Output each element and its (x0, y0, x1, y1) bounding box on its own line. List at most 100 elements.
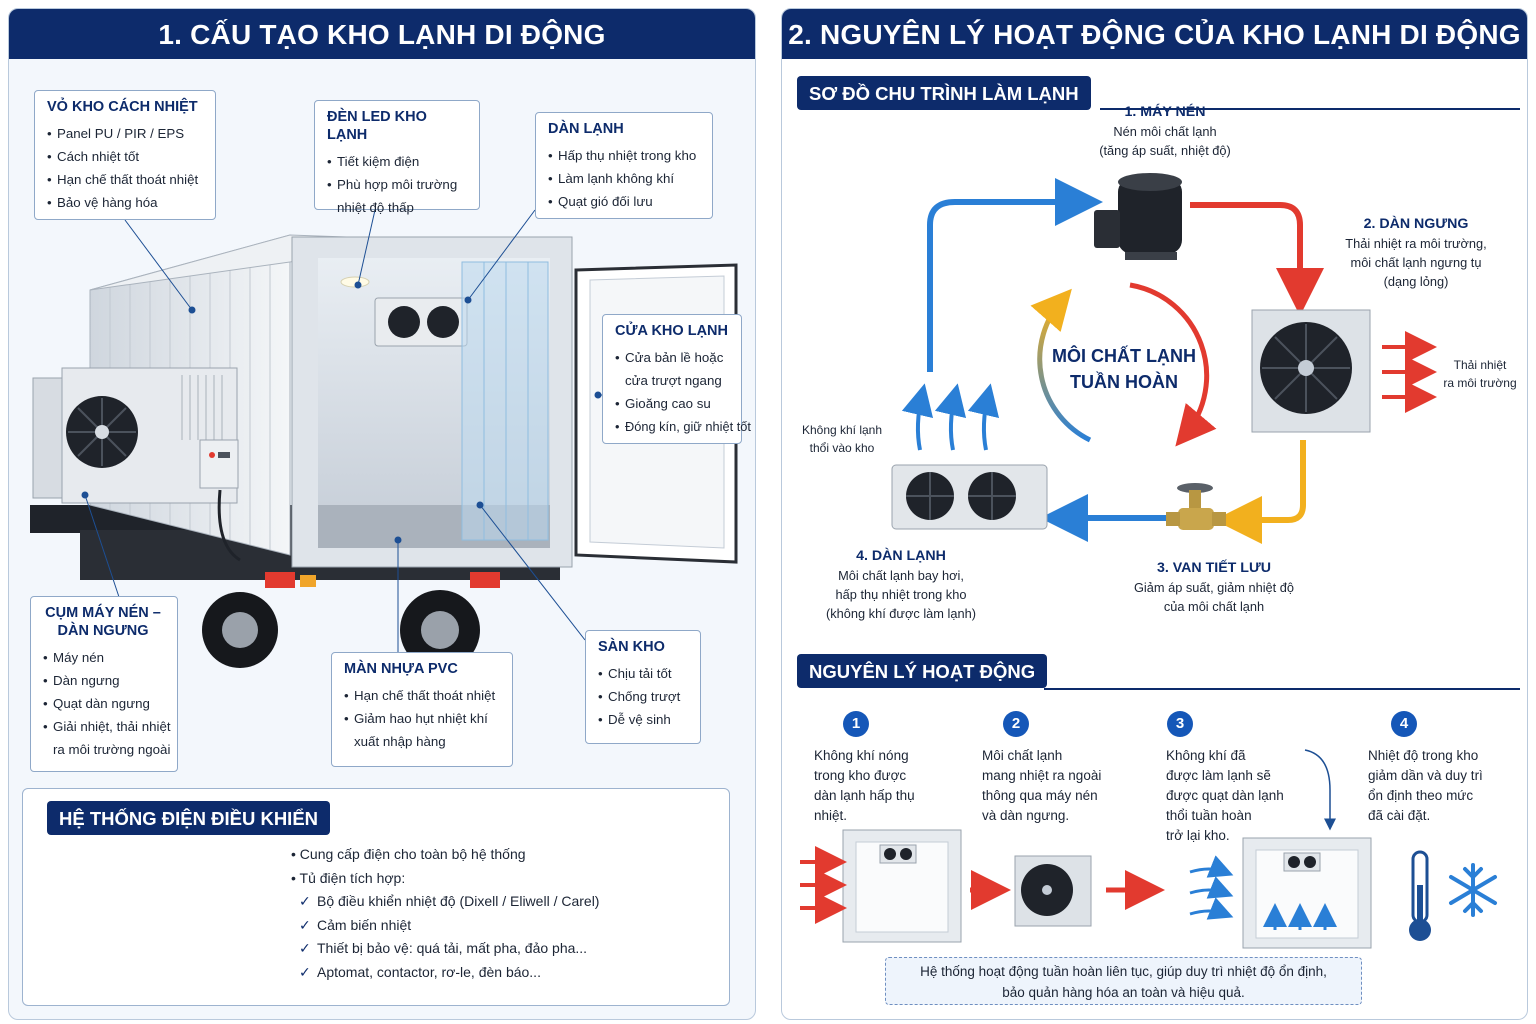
step-line: giảm dần và duy trì (1368, 768, 1483, 783)
callout-item: Cửa bản lề hoặc cửa trượt ngang (615, 346, 727, 392)
callout-pvc-curtain: MÀN NHỰA PVC Hạn chế thất thoát nhiệt Gi… (331, 652, 513, 767)
callout-item: Quạt dàn ngưng (43, 692, 167, 715)
check-icon: ✓ (299, 893, 311, 909)
step-4-number: 4 (1391, 711, 1417, 737)
step-1-text: Không khí nóng trong kho được dàn lạnh h… (814, 746, 915, 826)
electrical-title: HỆ THỐNG ĐIỆN ĐIỀU KHIỂN (47, 801, 331, 835)
callout-item: Gioăng cao su (615, 392, 737, 415)
principle-tab: NGUYÊN LÝ HOẠT ĐỘNG (797, 654, 1048, 688)
summary-note: Hệ thống hoạt động tuần hoàn liên tục, g… (885, 957, 1362, 1005)
electrical-subitem: ✓Bộ điều khiển nhiệt độ (Dixell / Eliwel… (291, 890, 599, 914)
step-1-number: 1 (843, 711, 869, 737)
callout-item: Làm lạnh không khí (548, 167, 702, 190)
electrical-system-box: HỆ THỐNG ĐIỆN ĐIỀU KHIỂN • Cung cấp điện… (22, 788, 730, 1006)
valve-title: 3. VAN TIẾT LƯU (1157, 560, 1271, 576)
condenser-desc: (dạng lỏng) (1383, 274, 1449, 289)
callout-item: Quạt gió đối lưu (548, 190, 702, 213)
step-line: nhiệt. (814, 808, 848, 823)
thermometer-icon (1409, 850, 1431, 941)
hot-air-text: Thải nhiệt (1453, 358, 1507, 372)
callout-title: CỬA KHO LẠNH (615, 323, 728, 339)
electrical-subitem: ✓ Thiết bị bảo vệ: quá tải, mất pha, đảo … (291, 937, 599, 961)
callout-title: ĐÈN LED KHO LẠNH (327, 109, 427, 143)
callout-item: Tiết kiệm điện (327, 150, 469, 173)
condenser-desc: Thải nhiệt ra môi trường, (1345, 236, 1487, 251)
valve-desc: Giảm áp suất, giảm nhiệt độ (1133, 580, 1295, 595)
electrical-line: • Cung cấp điện cho toàn bộ hệ thống (291, 846, 526, 862)
hot-air-label: Thải nhiệt ra môi trường (1432, 356, 1528, 392)
callout-compressor-condenser: CỤM MÁY NÉN – DÀN NGƯNG Máy nén Dàn ngưn… (30, 596, 178, 772)
valve-icon (1166, 483, 1226, 530)
compressor-desc: Nén môi chất lạnh (1113, 124, 1217, 139)
snowflake-icon (1449, 863, 1497, 917)
hot-air-arrows (1382, 331, 1437, 413)
leader-lines (81, 209, 602, 655)
callout-item: Máy nén (43, 646, 167, 669)
cold-air-text: Không khí lạnh (801, 423, 883, 437)
compressor-label: 1. MÁY NÉN Nén môi chất lạnh (tăng áp su… (1085, 102, 1245, 160)
step-3-number: 3 (1167, 711, 1193, 737)
cold-air-label: Không khí lạnh thổi vào kho (792, 421, 892, 457)
callout-item: Hạn chế thất thoát nhiệt (47, 168, 205, 191)
center-line: MÔI CHẤT LẠNH (1052, 346, 1196, 366)
callout-item: Cách nhiệt tốt (47, 145, 205, 168)
callout-item: Dàn ngưng (43, 669, 167, 692)
note-line: bảo quản hàng hóa an toàn và hiệu quả. (1002, 985, 1245, 1000)
refrigeration-cycle (891, 173, 1437, 544)
cycle-tab: SƠ ĐỒ CHU TRÌNH LÀM LẠNH (797, 76, 1091, 110)
evaporator-desc: Môi chất lạnh bay hơi, (838, 568, 964, 583)
cold-air-text: thổi vào kho (809, 441, 875, 455)
divider (1100, 108, 1520, 110)
step-line: Nhiệt độ trong kho (1368, 748, 1479, 763)
subitem-text: Cảm biến nhiệt (317, 916, 412, 933)
condenser-label: 2. DÀN NGƯNG Thải nhiệt ra môi trường, m… (1336, 214, 1496, 291)
evaporator-desc: (không khí được làm lạnh) (826, 606, 976, 621)
divider (1044, 688, 1520, 690)
callout-led-light: ĐÈN LED KHO LẠNH Tiết kiệm điện Phù hợp … (314, 100, 480, 215)
step-line: đã cài đặt. (1368, 808, 1431, 823)
evaporator-icon (891, 464, 1048, 530)
step-line: dàn lạnh hấp thụ (814, 788, 915, 803)
step-line: Môi chất lạnh (982, 748, 1063, 763)
callout-title: MÀN NHỰA PVC (344, 661, 458, 677)
callout-item: Panel PU / PIR / EPS (47, 122, 205, 145)
cold-air-arrows (901, 383, 1000, 451)
step-2-text: Môi chất lạnh mang nhiệt ra ngoài thông … (982, 746, 1101, 826)
compressor-desc: (tăng áp suất, nhiệt độ) (1099, 143, 1231, 158)
step-line: Không khí nóng (814, 748, 909, 763)
center-line: TUẦN HOÀN (1070, 372, 1178, 392)
structure-title: 1. CẤU TẠO KHO LẠNH DI ĐỘNG (9, 9, 755, 59)
step-line: được quạt dàn lạnh (1166, 788, 1284, 803)
callout-title: VỎ KHO CÁCH NHIỆT (47, 99, 198, 115)
callout-item: Chịu tải tốt (598, 662, 690, 685)
step-4-text: Nhiệt độ trong kho giảm dần và duy trì ổ… (1368, 746, 1483, 826)
callout-item: Hạn chế thất thoát nhiệt (344, 684, 502, 707)
callout-item: Hấp thụ nhiệt trong kho (548, 144, 702, 167)
electrical-subitem: ✓ Aptomat, contactor, rơ-le, đèn báo... (291, 961, 599, 985)
electrical-line-text: Cung cấp điện cho toàn bộ hệ thống (299, 846, 526, 862)
compressor-title: 1. MÁY NÉN (1124, 104, 1206, 120)
subitem-text: Thiết bị bảo vệ: quá tải, mất pha, đảo p… (317, 940, 588, 956)
check-icon: ✓ (299, 963, 311, 980)
condenser-desc: môi chất lạnh ngưng tụ (1350, 255, 1482, 270)
refrigerant-cycle-center: MÔI CHẤT LẠNH TUẦN HOÀN (1044, 343, 1204, 395)
principle-title: 2. NGUYÊN LÝ HOẠT ĐỘNG CỦA KHO LẠNH DI Đ… (782, 9, 1527, 59)
valve-label: 3. VAN TIẾT LƯU Giảm áp suất, giảm nhiệt… (1121, 558, 1307, 616)
callout-item: Giải nhiệt, thải nhiệt ra môi trường ngo… (43, 715, 173, 761)
principle-illustrations (800, 749, 1497, 949)
electrical-line-text: Tủ điện tích hợp: (299, 869, 406, 886)
step-line: trở lại kho. (1166, 828, 1230, 843)
callout-title: CỤM MÁY NÉN – DÀN NGƯNG (45, 605, 161, 639)
callout-floor: SÀN KHO Chịu tải tốt Chống trượt Dễ vệ s… (585, 630, 701, 744)
callout-item: Chống trượt (598, 685, 690, 708)
subitem-text: Aptomat, contactor, rơ-le, đèn báo... (317, 963, 541, 980)
check-icon: ✓ (299, 940, 311, 956)
evaporator-label: 4. DÀN LẠNH Môi chất lạnh bay hơi, hấp t… (812, 546, 990, 623)
compressor-icon (1094, 173, 1182, 260)
step-line: thổi tuần hoàn (1166, 808, 1252, 823)
step-2-number: 2 (1003, 711, 1029, 737)
step-line: trong kho được (814, 768, 907, 783)
hot-air-text: ra môi trường (1443, 376, 1517, 390)
condenser-title: 2. DÀN NGƯNG (1363, 216, 1469, 232)
